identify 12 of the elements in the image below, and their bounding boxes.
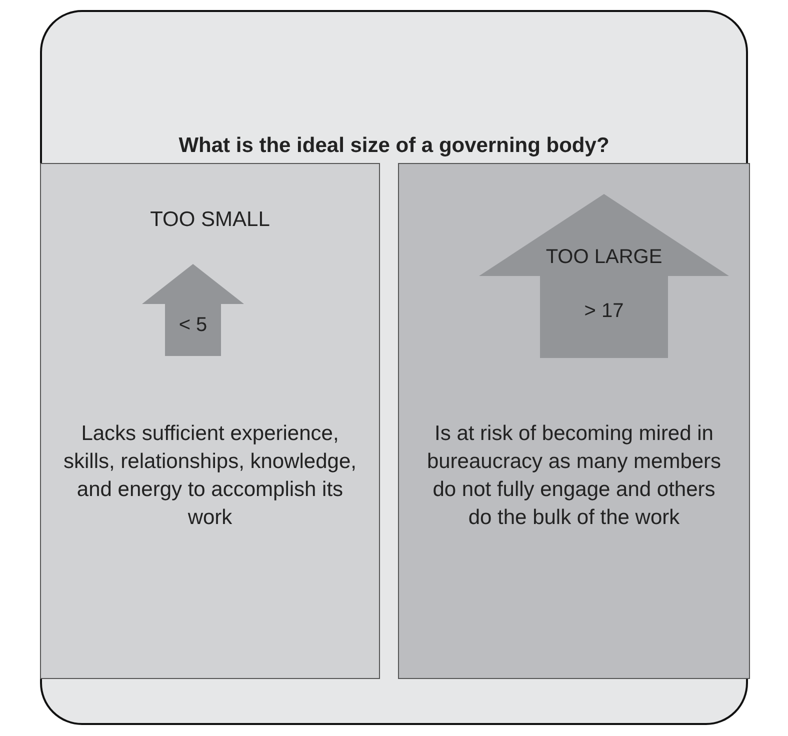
size-label: < 5: [178, 313, 208, 338]
category-panel: [398, 163, 750, 679]
rounded-frame: [40, 10, 748, 725]
up-arrow: [142, 264, 244, 356]
size-label: > 17: [583, 299, 625, 324]
description-text: Is at risk of becoming mired in bureaucracy as many members do not fully engage and others do the bulk of the work: [426, 421, 722, 531]
diagram-heading: What is the ideal size of a governing body?: [178, 134, 610, 158]
panel-heading: TOO SMALL: [149, 208, 271, 232]
size-label: TOO LARGE: [544, 245, 664, 270]
up-arrow: [479, 194, 729, 358]
description-text: Lacks sufficient experience, skills, relationships, knowledge, and energy to accomplish its work: [63, 421, 357, 531]
category-panel: [40, 163, 380, 679]
